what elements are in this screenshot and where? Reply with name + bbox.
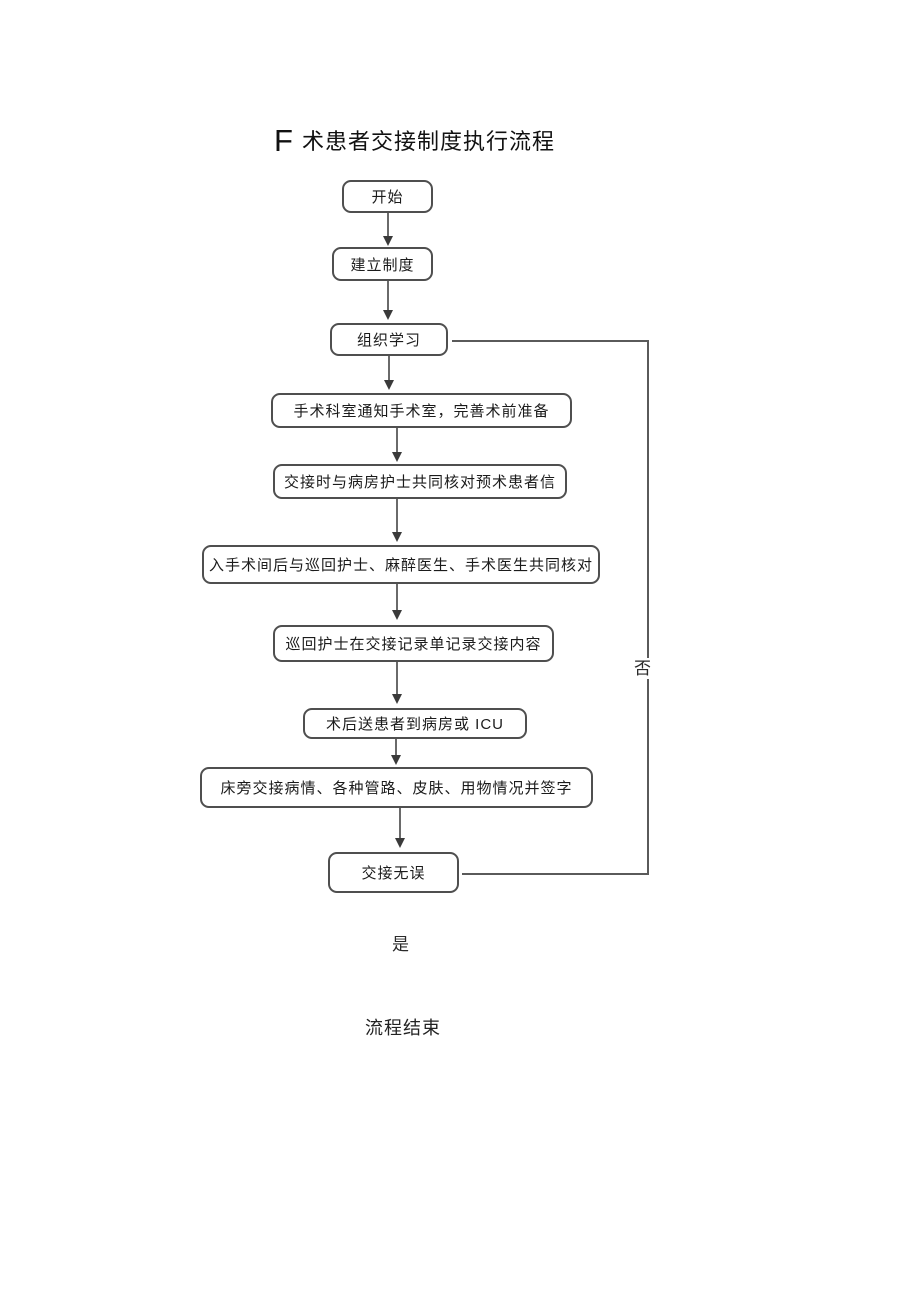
node-bedside: 床旁交接病情、各种管路、皮肤、用物情况并签字 (200, 767, 593, 808)
arrow-study-notify-head (384, 380, 394, 390)
edge-label-no: 否 (633, 658, 652, 679)
node-establish: 建立制度 (332, 247, 433, 281)
node-transfer: 术后送患者到病房或 ICU (303, 708, 527, 739)
arrow-transfer-bedside-head (391, 755, 401, 765)
node-verify-ward: 交接时与病房护士共同核对预术患者信 (273, 464, 567, 499)
page-title-prefix: F (274, 123, 294, 158)
feedback-no-line (452, 340, 649, 875)
edge-label-yes: 是 (391, 934, 410, 955)
node-record: 巡回护士在交接记录单记录交接内容 (273, 625, 554, 662)
arrow-bedside-noerror-head (395, 838, 405, 848)
page-title: F 术患者交接制度执行流程 (274, 124, 555, 156)
node-no-error: 交接无误 (328, 852, 459, 893)
arrow-notify-verifyward-head (392, 452, 402, 462)
node-study: 组织学习 (330, 323, 448, 356)
arrow-verifyor-record-head (392, 610, 402, 620)
arrow-start-establish-head (383, 236, 393, 246)
node-verify-or: 入手术间后与巡回护士、麻醉医生、手术医生共同核对 (202, 545, 600, 584)
node-notify: 手术科室通知手术室，完善术前准备 (271, 393, 572, 428)
arrow-establish-study-head (383, 310, 393, 320)
page-title-text: 术患者交接制度执行流程 (301, 129, 555, 154)
flow-end-label: 流程结束 (365, 1018, 441, 1038)
node-start: 开始 (342, 180, 433, 213)
arrow-verifyward-verifyor-head (392, 532, 402, 542)
arrow-record-transfer-head (392, 694, 402, 704)
